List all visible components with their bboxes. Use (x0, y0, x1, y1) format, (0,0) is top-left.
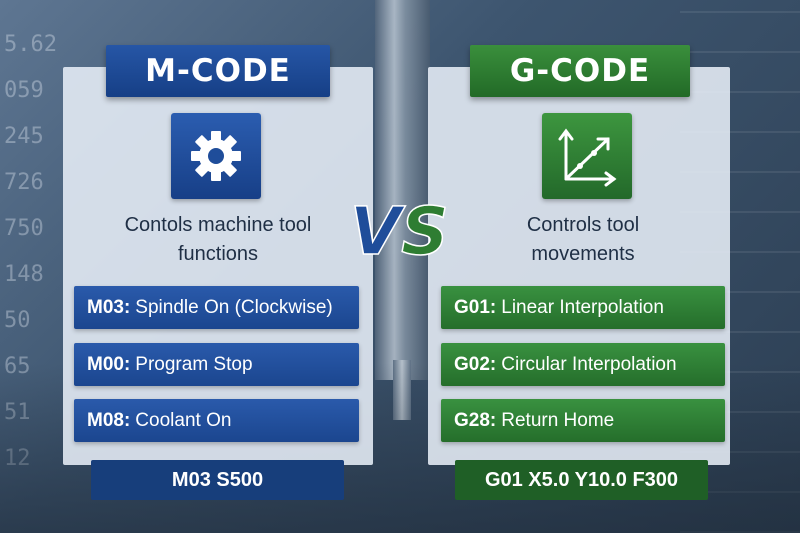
background-number: 726 (4, 170, 44, 195)
mcode-item-code: M00: (87, 353, 131, 375)
mcode-title: M-CODE (106, 45, 330, 97)
background-number: 148 (4, 262, 44, 287)
background-number: 50 (4, 308, 31, 333)
background-number: 5.62 (4, 32, 57, 57)
mcode-item: M08: Coolant On (74, 399, 359, 442)
background-number: 245 (4, 124, 44, 149)
mcode-description-line: functions (177, 243, 259, 265)
axis-graph-icon (542, 113, 632, 199)
gcode-item-code: G02: (454, 353, 497, 375)
mcode-example: M03 S500 (91, 460, 344, 500)
gcode-item-code: G01: (454, 296, 497, 318)
gcode-item-text: Linear Interpolation (501, 296, 664, 318)
mcode-description: Contols machine tool functions (90, 211, 346, 269)
vs-label: VS (349, 192, 449, 270)
gcode-item-text: Return Home (501, 409, 615, 431)
gcode-description-line: movements (531, 243, 635, 265)
background-number: 059 (4, 78, 44, 103)
gcode-example: G01 X5.0 Y10.0 F300 (455, 460, 708, 500)
gcode-title: G-CODE (470, 45, 690, 97)
mcode-item-text: Coolant On (135, 409, 232, 431)
gcode-description-line: Controls tool (526, 214, 640, 236)
background-number: 750 (4, 216, 44, 241)
gcode-item: G01: Linear Interpolation (441, 286, 725, 329)
mcode-item: M03: Spindle On (Clockwise) (74, 286, 359, 329)
mcode-description-line: Contols machine tool (124, 214, 312, 236)
mcode-item-text: Spindle On (Clockwise) (135, 296, 333, 318)
gcode-item-code: G28: (454, 409, 497, 431)
gcode-item: G28: Return Home (441, 399, 725, 442)
gear-icon (171, 113, 261, 199)
gcode-item-text: Circular Interpolation (501, 353, 677, 375)
mcode-item-text: Program Stop (135, 353, 253, 375)
gcode-description: Controls tool movements (455, 211, 711, 269)
mcode-item-code: M08: (87, 409, 131, 431)
mcode-item-code: M03: (87, 296, 131, 318)
gcode-item: G02: Circular Interpolation (441, 343, 725, 386)
mcode-item: M00: Program Stop (74, 343, 359, 386)
vs-letter-v: VS (350, 193, 449, 270)
